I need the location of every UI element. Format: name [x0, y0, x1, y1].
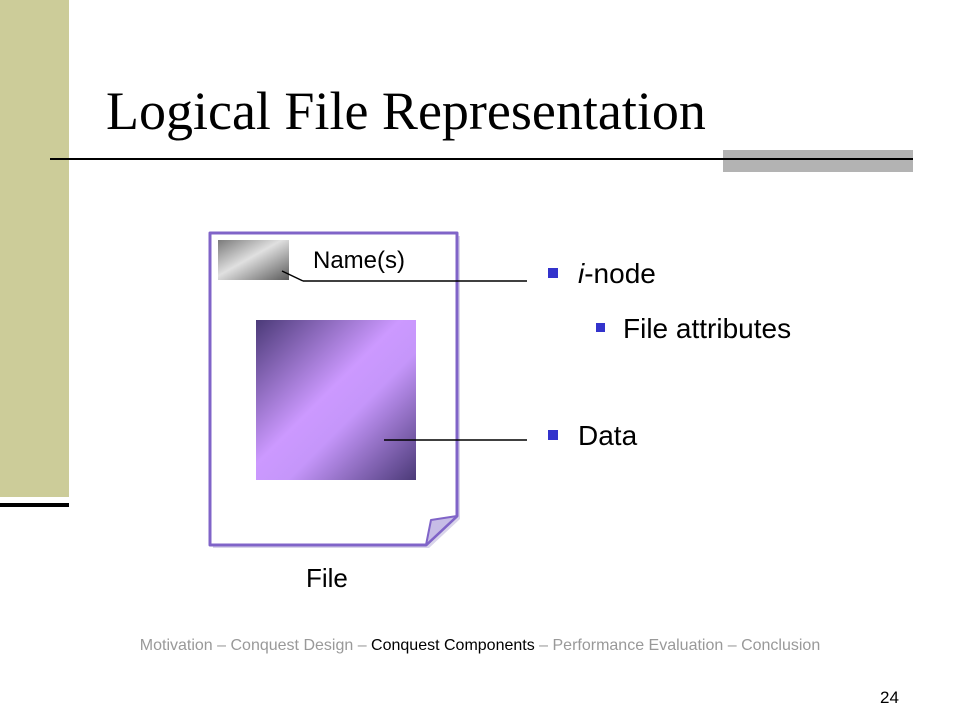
- footer-separator: –: [212, 637, 231, 654]
- bullet-square-icon: [596, 323, 605, 333]
- data-block: [256, 320, 416, 480]
- footer-item-motivation: Motivation: [139, 637, 213, 654]
- footer-item-conquest-components: Conquest Components: [371, 637, 535, 654]
- file-attributes-label: File attributes: [623, 313, 792, 344]
- bullet-data: Data: [548, 420, 637, 452]
- footer-item-conquest-design: Conquest Design: [230, 637, 354, 654]
- bullet-inode: i-node: [548, 258, 656, 290]
- bullet-square-icon: [548, 267, 558, 278]
- title-accent-block: [723, 150, 913, 172]
- left-accent-bar-edge: [0, 503, 69, 507]
- footer-item-performance-evaluation: Performance Evaluation: [552, 637, 724, 654]
- left-accent-bar: [0, 0, 69, 497]
- file-page-fold: [425, 515, 458, 546]
- inode-suffix: -node: [584, 258, 656, 289]
- footer-separator: –: [534, 637, 553, 654]
- name-block: [218, 240, 289, 280]
- inode-prefix: i: [578, 258, 585, 289]
- inode-connector: [281, 270, 304, 282]
- footer-separator: –: [353, 637, 372, 654]
- slide-title: Logical File Representation: [106, 81, 706, 141]
- footer-item-conclusion: Conclusion: [741, 637, 821, 654]
- title-accent-line: [723, 158, 913, 160]
- bullet-file-attributes: File attributes: [596, 313, 791, 345]
- page-number: 24: [880, 688, 899, 707]
- footer-separator: –: [723, 637, 742, 654]
- bullet-square-icon: [548, 429, 558, 440]
- file-label: File: [306, 563, 348, 593]
- data-label: Data: [578, 420, 638, 451]
- footer-navigation: Motivation – Conquest Design – Conquest …: [0, 637, 960, 655]
- title-underline: [50, 158, 912, 160]
- name-label: Name(s): [313, 247, 406, 274]
